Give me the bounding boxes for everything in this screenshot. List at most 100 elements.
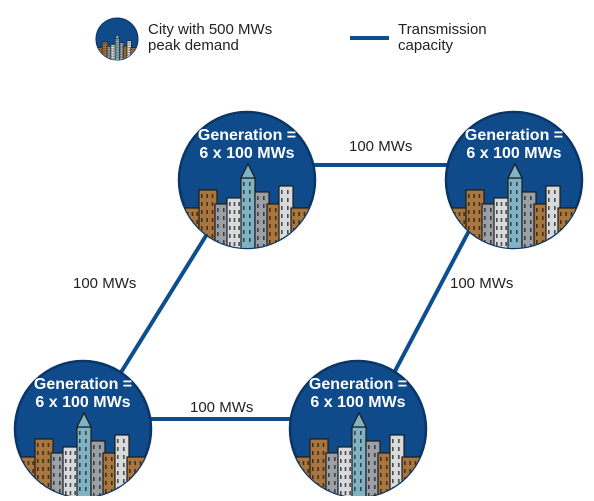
building-window — [117, 51, 119, 54]
building-window — [23, 469, 25, 473]
building-window — [468, 202, 470, 206]
building-window — [114, 48, 116, 50]
building-window — [111, 48, 113, 50]
building-window — [554, 214, 556, 218]
building-window — [354, 479, 356, 483]
building-window — [463, 220, 465, 224]
building-window — [490, 208, 492, 212]
building-window — [570, 220, 573, 224]
building-window — [206, 202, 208, 206]
building-window — [542, 224, 544, 228]
building-window — [79, 487, 81, 491]
building-window — [328, 465, 330, 469]
building-window — [548, 190, 550, 194]
building-window — [102, 58, 104, 60]
building-window — [328, 457, 330, 461]
building-window — [233, 234, 236, 238]
city-node-bottom-right: Generation =6 x 100 MWs — [288, 359, 428, 499]
building-window — [322, 491, 325, 495]
building-window — [112, 50, 114, 52]
building-window — [69, 491, 72, 495]
building-window — [249, 198, 251, 202]
building-window — [516, 214, 518, 218]
building-window — [322, 475, 325, 479]
building-window — [478, 234, 481, 238]
building-window — [570, 228, 573, 232]
building-window — [211, 242, 214, 246]
building-window — [42, 475, 44, 479]
building-window — [496, 226, 498, 230]
legend-city-label-line1: City with 500 MWs — [148, 21, 273, 38]
building-window — [117, 471, 119, 475]
building-window — [134, 461, 136, 465]
building-window — [496, 202, 498, 206]
building-window — [468, 242, 470, 246]
building-window — [468, 194, 470, 198]
building-window — [257, 244, 259, 248]
building-window — [516, 222, 518, 226]
transmission-line-right — [383, 209, 482, 391]
building-window — [490, 224, 492, 228]
building-window — [47, 483, 50, 487]
building-window — [117, 49, 119, 51]
building-window — [32, 469, 34, 473]
building-window — [187, 220, 189, 224]
building-window — [530, 196, 532, 200]
building-window — [102, 50, 104, 52]
building-window — [565, 212, 567, 216]
building-window — [554, 190, 556, 194]
building-window — [360, 447, 362, 451]
building-window — [354, 455, 356, 459]
building-window — [132, 48, 134, 51]
building-window — [69, 451, 72, 455]
building-window — [37, 467, 39, 471]
building-window — [206, 242, 208, 246]
building-window — [500, 202, 503, 206]
building-window — [374, 485, 376, 489]
building-window — [125, 47, 127, 49]
building-window — [536, 232, 538, 236]
building-window — [121, 48, 123, 51]
building-window — [105, 489, 107, 493]
building-window — [368, 469, 370, 473]
building-window — [516, 206, 518, 210]
building-window — [123, 439, 125, 443]
building-window — [524, 212, 526, 216]
building-window — [105, 473, 107, 477]
building-window — [132, 51, 134, 53]
building-window — [560, 244, 562, 248]
building-window — [524, 236, 526, 240]
building-window — [473, 218, 475, 222]
building-window — [102, 55, 104, 57]
building-window — [120, 43, 121, 46]
building-window — [500, 242, 503, 246]
building-window — [478, 242, 481, 246]
building-window — [131, 48, 133, 51]
building-window — [354, 463, 356, 467]
building-window — [85, 439, 87, 443]
building-window — [392, 439, 394, 443]
building-window — [269, 208, 271, 212]
building-window — [59, 473, 61, 477]
building-window — [106, 53, 107, 55]
building-window — [404, 461, 406, 465]
legend-line-label: Transmission capacity — [398, 22, 487, 54]
legend-line-label-line2: capacity — [398, 37, 454, 54]
building-window — [263, 196, 265, 200]
building-window — [53, 457, 55, 461]
building-window — [458, 212, 461, 216]
building-window — [223, 240, 225, 244]
building-window — [93, 485, 95, 489]
building-window — [349, 459, 351, 463]
building-window — [398, 471, 400, 475]
building-window — [129, 42, 131, 44]
building-window — [132, 56, 134, 58]
building-window — [93, 469, 95, 473]
building-window — [505, 226, 507, 230]
building-window — [473, 210, 475, 214]
building-window — [106, 45, 107, 47]
building-window — [312, 491, 314, 495]
building-window — [554, 238, 556, 242]
building-window — [344, 467, 347, 471]
building-spire — [351, 411, 367, 428]
